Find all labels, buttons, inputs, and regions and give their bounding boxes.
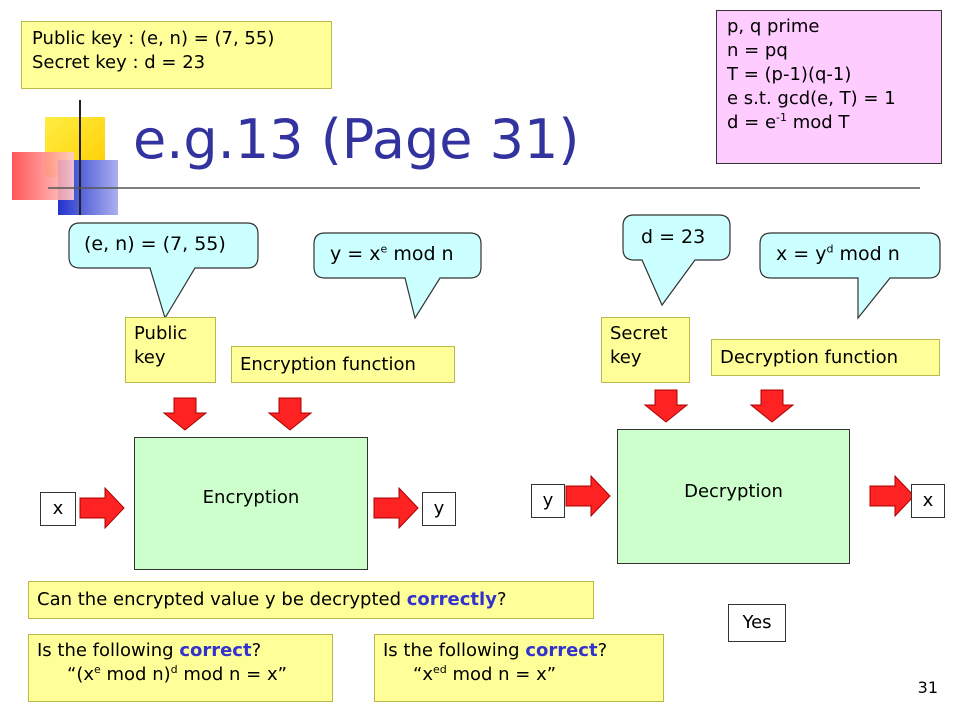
rsa-line-1: p, q prime (727, 16, 820, 37)
public-key-line: Public key : (e, n) = (7, 55) (32, 28, 275, 49)
decryption-input-y: y (531, 484, 565, 518)
check-box-1: Is the following correct? “(xe mod n)d m… (28, 634, 333, 702)
rsa-line-2: n = pq (727, 40, 788, 61)
encryption-output-y: y (422, 492, 456, 526)
right-arrow-dec-input (565, 474, 611, 518)
decryption-key-callout-text: d = 23 (641, 226, 706, 248)
public-key-label: Public key (125, 317, 216, 383)
decryption-output-x: x (911, 484, 945, 518)
rsa-line-3: T = (p-1)(q-1) (727, 64, 852, 85)
right-arrow-dec-output (869, 474, 915, 518)
rsa-parameters-box: p, q prime n = pq T = (p-1)(q-1) e s.t. … (716, 10, 942, 164)
rsa-line-5: d = e-1 mod T (727, 111, 850, 133)
down-arrow-secret-key (643, 389, 689, 423)
encryption-key-callout-text: (e, n) = (7, 55) (84, 233, 226, 255)
encryption-function-callout-text: y = xe mod n (330, 242, 454, 265)
decryption-box: Decryption (617, 429, 850, 564)
secret-key-line: Secret key : d = 23 (32, 52, 206, 73)
down-arrow-public-key (162, 397, 208, 431)
check-box-2: Is the following correct? “xed mod n = x… (374, 634, 664, 702)
encryption-function-label: Encryption function (231, 346, 455, 383)
callout-decryption-function (759, 232, 941, 320)
encryption-input-x: x (40, 492, 76, 526)
callout-encryption-function (313, 232, 482, 320)
decryption-function-label: Decryption function (711, 339, 940, 376)
encryption-box: Encryption (134, 437, 368, 570)
callout-decryption-key (622, 214, 731, 307)
callout-encryption-key (68, 222, 259, 320)
page-number: 31 (917, 678, 938, 697)
decryption-function-callout-text: x = yd mod n (776, 242, 900, 265)
down-arrow-decryption-function (749, 389, 795, 423)
logo-red-square (12, 152, 74, 200)
right-arrow-enc-output (373, 486, 419, 530)
slide-title: e.g.13 (Page 31) (133, 108, 580, 171)
keys-summary-box: Public key : (e, n) = (7, 55) Secret key… (21, 21, 332, 89)
rsa-line-4: e s.t. gcd(e, T) = 1 (727, 88, 896, 109)
answer-box: Yes (728, 604, 786, 642)
down-arrow-encryption-function (267, 397, 313, 431)
question-box: Can the encrypted value y be decrypted c… (28, 581, 594, 619)
right-arrow-enc-input (79, 486, 125, 530)
secret-key-label: Secret key (601, 317, 690, 383)
